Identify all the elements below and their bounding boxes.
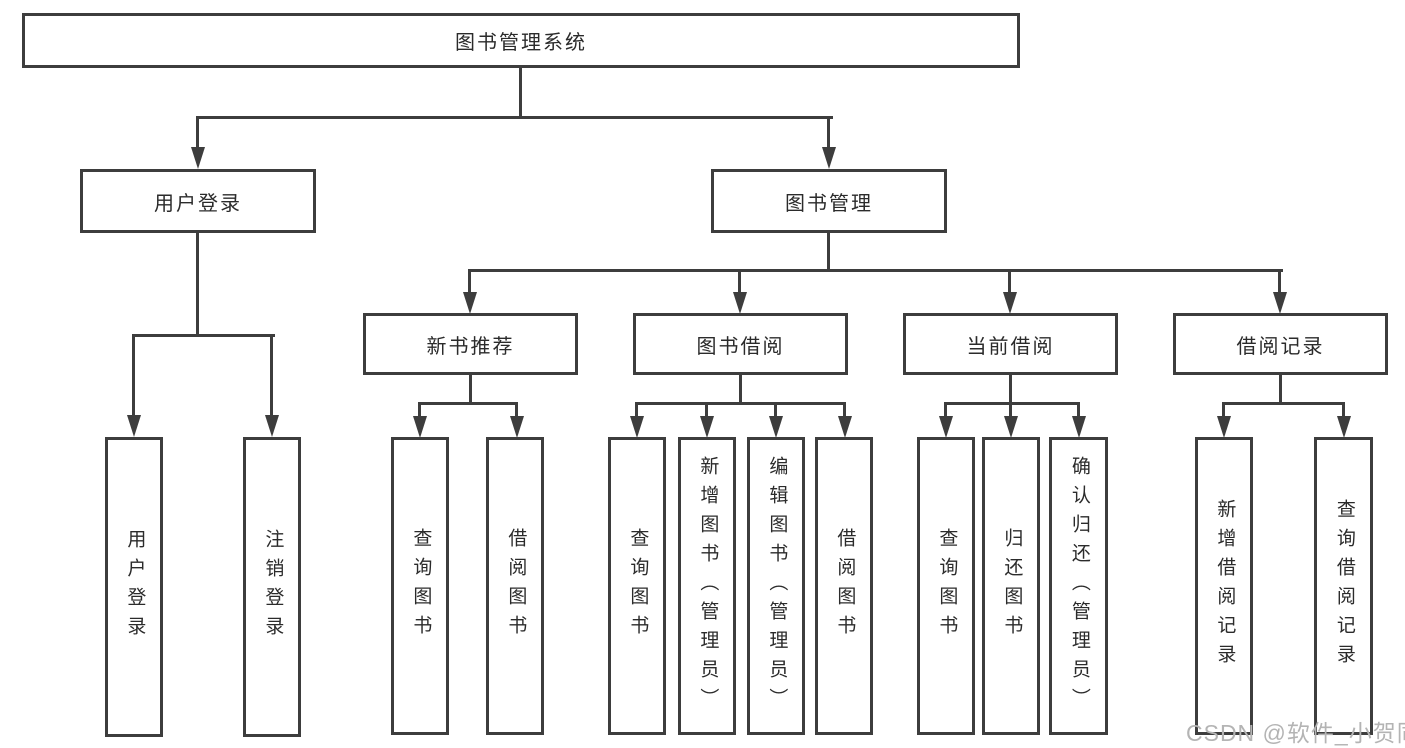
node-ul-logout-label: 注销登录 [262, 529, 284, 645]
connector-stem [1077, 402, 1080, 418]
node-bb-query: 查询图书 [608, 437, 666, 735]
connector-userlogin-vline [196, 231, 199, 337]
arrow-down-icon [700, 416, 714, 438]
connector-userlogin-hline [132, 334, 275, 337]
node-nb-borrow: 借阅图书 [486, 437, 544, 735]
arrow-down-icon [733, 292, 747, 314]
node-bb-edit: 编辑图书（管理员） [747, 437, 805, 735]
arrow-down-icon [413, 416, 427, 438]
connector-root-hline [197, 116, 833, 119]
connector-stem [635, 402, 638, 418]
node-ul-logout: 注销登录 [243, 437, 301, 737]
arrow-down-icon [630, 416, 644, 438]
node-user-login-label: 用户登录 [154, 192, 242, 215]
connector-stem [418, 402, 421, 418]
connector-stem [132, 334, 135, 417]
node-borrow-records-label: 借阅记录 [1236, 335, 1325, 358]
csdn-watermark: CSDN @软件_小贺同学 [1186, 720, 1405, 746]
connector-newbook-vline [469, 373, 472, 404]
node-br-add-label: 新增借阅记录 [1214, 499, 1236, 673]
arrow-down-icon [265, 415, 279, 437]
node-ul-user-login: 用户登录 [105, 437, 163, 737]
node-bb-borrow-label: 借阅图书 [834, 528, 856, 644]
connector-stem [827, 116, 830, 151]
connector-stem [515, 402, 518, 418]
connector-stem [1342, 402, 1345, 418]
node-bb-add-label: 新增图书（管理员） [697, 455, 719, 717]
connector-currentborrow-vline [1009, 373, 1012, 404]
connector-stem [705, 402, 708, 418]
connector-stem [270, 334, 273, 417]
connector-stem [468, 269, 471, 296]
node-user-login: 用户登录 [80, 169, 316, 233]
arrow-down-icon [1072, 416, 1086, 438]
arrow-down-icon [1273, 292, 1287, 314]
node-cb-query: 查询图书 [917, 437, 975, 735]
connector-bookmgmt-vline [827, 231, 830, 272]
arrow-down-icon [939, 416, 953, 438]
arrow-down-icon [838, 416, 852, 438]
node-bb-query-label: 查询图书 [627, 528, 649, 644]
node-root-label: 图书管理系统 [455, 32, 587, 54]
arrow-down-icon [1337, 416, 1351, 438]
node-book-mgmt: 图书管理 [711, 169, 947, 233]
connector-root-vline [519, 66, 522, 118]
arrow-down-icon [769, 416, 783, 438]
node-cb-confirm-label: 确认归还（管理员） [1068, 455, 1090, 717]
node-new-book-rec: 新书推荐 [363, 313, 578, 375]
connector-stem [1278, 269, 1281, 296]
node-book-mgmt-label: 图书管理 [785, 192, 873, 215]
connector-borrowrecords-vline [1279, 373, 1282, 404]
node-borrow-records: 借阅记录 [1173, 313, 1388, 375]
node-current-borrow-label: 当前借阅 [966, 335, 1055, 358]
connector-stem [1008, 269, 1011, 296]
connector-currentborrow-hline [944, 402, 1080, 405]
node-book-borrow-label: 图书借阅 [696, 335, 785, 358]
node-bb-edit-label: 编辑图书（管理员） [766, 455, 788, 717]
node-new-book-rec-label: 新书推荐 [426, 335, 515, 358]
arrow-down-icon [510, 416, 524, 438]
arrow-down-icon [1004, 416, 1018, 438]
node-bb-borrow: 借阅图书 [815, 437, 873, 735]
connector-bookborrow-hline [635, 402, 846, 405]
connector-stem [774, 402, 777, 418]
connector-bookmgmt-hline [468, 269, 1283, 272]
node-cb-query-label: 查询图书 [936, 528, 958, 644]
arrow-down-icon [191, 147, 205, 169]
arrow-down-icon [822, 147, 836, 169]
node-cb-return: 归还图书 [982, 437, 1040, 735]
arrow-down-icon [463, 292, 477, 314]
arrow-down-icon [127, 415, 141, 437]
node-cb-return-label: 归还图书 [1001, 528, 1023, 644]
node-br-add: 新增借阅记录 [1195, 437, 1253, 735]
connector-stem [843, 402, 846, 418]
node-br-query-label: 查询借阅记录 [1333, 499, 1355, 673]
node-root: 图书管理系统 [22, 13, 1020, 68]
node-bb-add: 新增图书（管理员） [678, 437, 736, 735]
connector-stem [738, 269, 741, 296]
node-current-borrow: 当前借阅 [903, 313, 1118, 375]
connector-stem [1222, 402, 1225, 418]
node-ul-user-login-label: 用户登录 [124, 529, 146, 645]
node-nb-query-label: 查询图书 [410, 528, 432, 644]
connector-newbook-hline [418, 402, 518, 405]
node-book-borrow: 图书借阅 [633, 313, 848, 375]
connector-stem [1009, 402, 1012, 418]
arrow-down-icon [1217, 416, 1231, 438]
connector-borrowrecords-hline [1222, 402, 1345, 405]
connector-stem [196, 116, 199, 151]
arrow-down-icon [1003, 292, 1017, 314]
connector-bookborrow-vline [739, 373, 742, 404]
connector-stem [944, 402, 947, 418]
node-nb-borrow-label: 借阅图书 [505, 528, 527, 644]
node-cb-confirm: 确认归还（管理员） [1049, 437, 1108, 735]
node-br-query: 查询借阅记录 [1314, 437, 1373, 735]
node-nb-query: 查询图书 [391, 437, 449, 735]
